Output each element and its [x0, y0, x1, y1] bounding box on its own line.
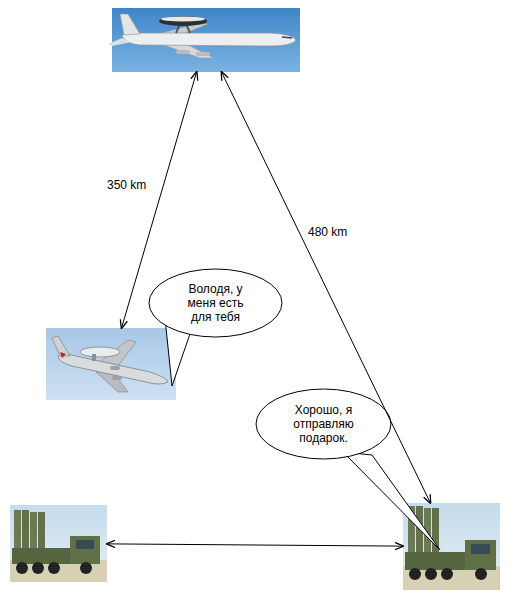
- a50-photo: [46, 328, 176, 400]
- speech-bubble: Хорошо, я отправляю подарок.: [255, 388, 392, 460]
- s400-photo: [10, 505, 107, 582]
- distance-arrow: [107, 544, 403, 546]
- distance-label: 480 km: [308, 225, 347, 239]
- speech-bubble: Володя, у меня есть для тебя: [148, 268, 283, 338]
- launcher-photo: [10, 505, 107, 582]
- launcher-photo: [403, 503, 500, 590]
- aircraft-photo: [112, 8, 300, 72]
- bubble-ellipse: [149, 269, 282, 337]
- awacs-photo: [108, 8, 300, 72]
- s400-photo: [403, 503, 500, 590]
- bubble-text: Володя, у меня есть для тебя: [180, 282, 252, 324]
- distance-label: 350 km: [107, 178, 146, 192]
- bubble-ellipse: [256, 389, 391, 459]
- aircraft-photo: [46, 328, 176, 400]
- bubble-text: Хорошо, я отправляю подарок.: [284, 403, 364, 445]
- bubble-tail: [343, 452, 440, 550]
